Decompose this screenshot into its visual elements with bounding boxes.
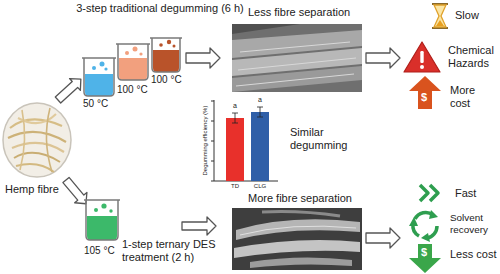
process-title: 3-step traditional degumming (6 h) — [75, 2, 245, 15]
attribute-label: Fast — [455, 187, 476, 200]
sem-image — [232, 208, 362, 270]
hourglass-icon — [432, 4, 448, 28]
attribute-label: Chemical Hazards — [448, 44, 498, 70]
block-arrow — [186, 48, 220, 68]
temperature-label: 105 °C — [84, 245, 115, 257]
attribute-label: More cost — [450, 84, 498, 110]
cost-down-arrow — [409, 244, 441, 273]
recycle-icon — [409, 210, 438, 242]
currency-sign: $ — [421, 91, 427, 104]
block-arrow — [366, 48, 400, 68]
temperature-label: 100 °C — [151, 74, 182, 86]
process-title: 1-step ternary DES treatment (2 h) — [122, 238, 222, 264]
block-arrow — [60, 175, 92, 209]
result-label: More fibre separation — [248, 192, 352, 205]
bar-chart — [211, 100, 278, 181]
attribute-label: Slow — [455, 9, 479, 22]
fast-icon — [420, 185, 438, 201]
block-arrow — [53, 73, 87, 106]
significance-letter: a — [256, 96, 264, 104]
temperature-label: 50 °C — [83, 98, 108, 110]
significance-letter: a — [231, 102, 239, 110]
sample-label: Hemp fibre — [5, 183, 59, 196]
attribute-label: Less cost — [450, 248, 498, 261]
bar-label: TD — [226, 183, 244, 190]
hemp-photo — [3, 103, 71, 177]
brown-beaker — [150, 38, 182, 72]
cost-up-arrow — [409, 76, 441, 109]
bar-label: CLG — [250, 183, 270, 190]
pink-beaker — [116, 44, 150, 80]
blue-beaker — [82, 58, 116, 96]
sem-image — [232, 24, 362, 92]
attribute-label: Solvent recovery — [450, 212, 500, 235]
axis-title: Degumming efficiency (%) — [202, 101, 209, 181]
currency-sign: $ — [421, 246, 427, 259]
result-label: Less fibre separation — [248, 6, 350, 19]
warning-icon — [404, 42, 440, 72]
block-arrow — [366, 228, 400, 248]
green-beaker — [84, 200, 120, 240]
block-arrow — [182, 217, 216, 235]
temperature-label: 100 °C — [117, 84, 148, 96]
comparison-label: Similar degumming — [290, 126, 352, 152]
